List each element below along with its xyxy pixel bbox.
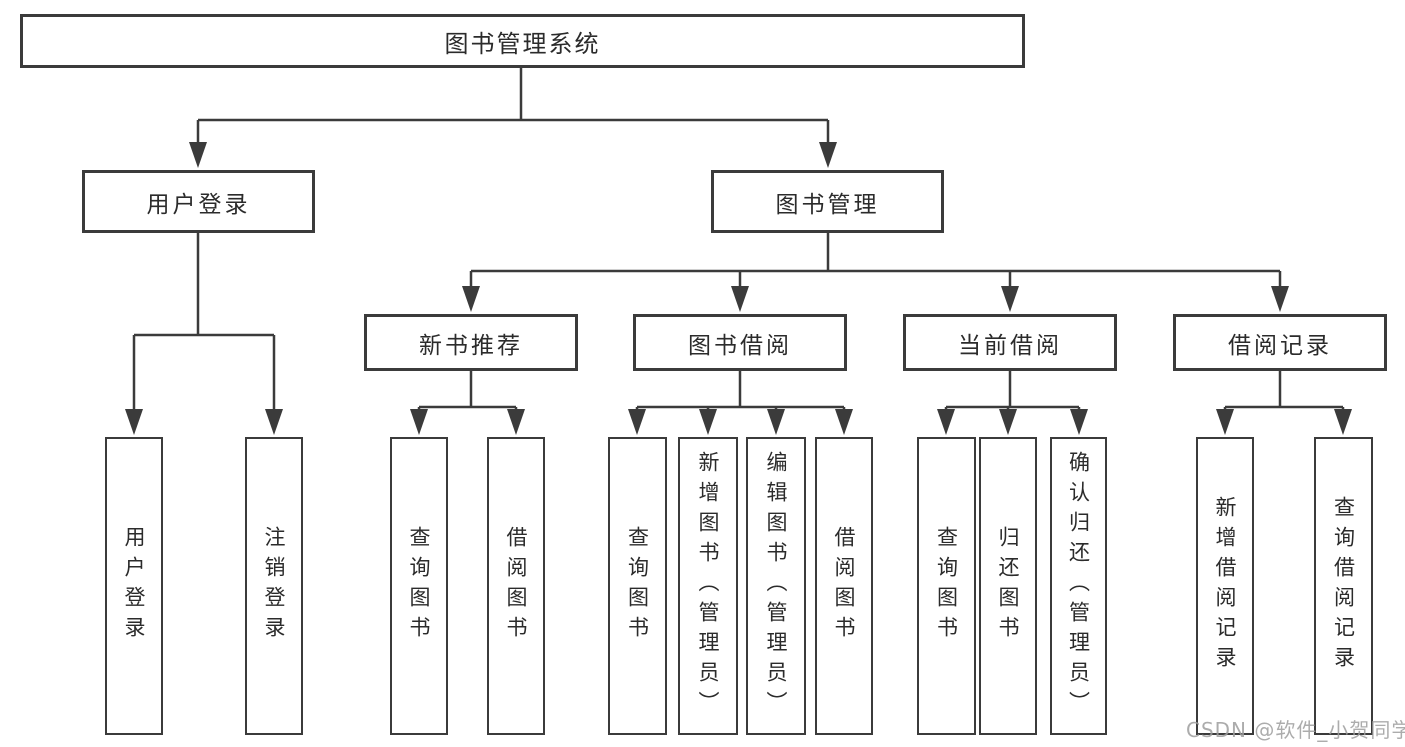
- connector-new-book-to-leaves: [417, 371, 518, 413]
- arrow-down-icon: [999, 409, 1017, 435]
- node-root-library-management-system: 图书管理系统: [20, 14, 1025, 68]
- arrow-down-icon: [1001, 286, 1019, 312]
- arrow-down-icon: [1070, 409, 1088, 435]
- arrow-down-icon: [462, 286, 480, 312]
- leaf-confirm-return-admin: 确认归还（管理员）: [1050, 437, 1107, 735]
- arrow-down-icon: [835, 409, 853, 435]
- arrow-down-icon: [265, 409, 283, 435]
- arrowheads: [125, 142, 1352, 435]
- connector-book-mgmt-to-level2: [469, 233, 1282, 289]
- node-label: 新增图书（管理员）: [696, 451, 720, 721]
- leaf-add-books-admin: 新增图书（管理员）: [678, 437, 738, 735]
- node-label: 用户登录: [146, 191, 251, 218]
- node-label: 图书借阅: [688, 332, 792, 359]
- arrow-down-icon: [628, 409, 646, 435]
- node-label: 查询图书: [625, 526, 650, 646]
- node-label: 当前借阅: [958, 332, 1062, 359]
- connector-user-login-to-leaves: [132, 233, 276, 412]
- node-book-management: 图书管理: [711, 170, 944, 233]
- leaf-add-borrow-record: 新增借阅记录: [1196, 437, 1254, 735]
- node-book-borrowing: 图书借阅: [633, 314, 847, 371]
- node-label: 借阅图书: [504, 526, 528, 646]
- leaf-query-books-recommend: 查询图书: [390, 437, 448, 735]
- node-label: 图书管理: [775, 191, 880, 218]
- arrow-down-icon: [507, 409, 525, 435]
- node-label: 归还图书: [996, 526, 1020, 646]
- connector-root-to-level1: [196, 68, 830, 145]
- node-label: 新增借阅记录: [1213, 496, 1237, 676]
- node-current-borrowing: 当前借阅: [903, 314, 1117, 371]
- node-label: 查询图书: [934, 526, 959, 646]
- leaf-user-login: 用户登录: [105, 437, 163, 735]
- arrow-down-icon: [125, 409, 143, 435]
- watermark: CSDN @软件_小贺同学: [1186, 718, 1405, 742]
- leaf-borrow-books: 借阅图书: [815, 437, 873, 735]
- leaf-borrow-books-recommend: 借阅图书: [487, 437, 545, 735]
- arrow-down-icon: [819, 142, 837, 168]
- node-label: 编辑图书（管理员）: [764, 451, 788, 721]
- node-label: 图书管理系统: [444, 29, 601, 58]
- leaf-return-books: 归还图书: [979, 437, 1037, 735]
- node-label: 注销登录: [262, 526, 286, 646]
- node-label: 借阅记录: [1228, 332, 1332, 359]
- leaf-query-books-current: 查询图书: [917, 437, 976, 735]
- node-user-login: 用户登录: [82, 170, 315, 233]
- connector-book-borrow-to-leaves: [635, 371, 846, 413]
- node-borrowing-records: 借阅记录: [1173, 314, 1387, 371]
- arrow-down-icon: [699, 409, 717, 435]
- node-label: 查询图书: [407, 526, 431, 646]
- connector-paths: [132, 68, 1345, 413]
- arrow-down-icon: [189, 142, 207, 168]
- arrow-down-icon: [1334, 409, 1352, 435]
- leaf-logout: 注销登录: [245, 437, 303, 735]
- arrow-down-icon: [1271, 286, 1289, 312]
- connector-borrow-records-to-leaves: [1223, 371, 1345, 413]
- arrow-down-icon: [937, 409, 955, 435]
- node-label: 新书推荐: [419, 332, 523, 359]
- arrow-down-icon: [731, 286, 749, 312]
- leaf-query-books-borrow: 查询图书: [608, 437, 667, 735]
- leaf-edit-books-admin: 编辑图书（管理员）: [746, 437, 806, 735]
- node-label: 用户登录: [122, 526, 146, 646]
- node-new-book-recommendation: 新书推荐: [364, 314, 578, 371]
- arrow-down-icon: [767, 409, 785, 435]
- arrow-down-icon: [1216, 409, 1234, 435]
- node-label: 借阅图书: [832, 526, 856, 646]
- node-label: 查询借阅记录: [1331, 496, 1356, 676]
- connector-current-borrow-to-leaves: [944, 371, 1081, 413]
- leaf-query-borrow-record: 查询借阅记录: [1314, 437, 1373, 735]
- node-label: 确认归还（管理员）: [1066, 451, 1091, 721]
- arrow-down-icon: [410, 409, 428, 435]
